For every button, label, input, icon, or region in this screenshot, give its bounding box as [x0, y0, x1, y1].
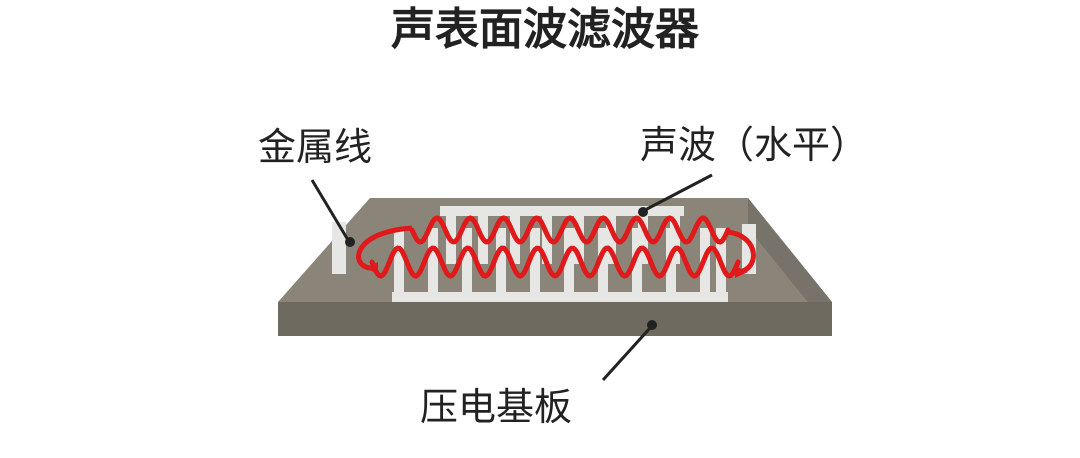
substrate-pointer-dot: [647, 320, 657, 330]
wave-lower-path: [369, 245, 741, 279]
diagram-title: 声表面波滤波器: [391, 4, 700, 55]
lower-electrode-finger: [632, 228, 642, 294]
lower-comb-bar: [392, 292, 728, 302]
wave-arrowhead-left: [365, 262, 378, 274]
lower-electrode-finger: [394, 228, 404, 294]
lower-electrode-finger: [462, 228, 472, 294]
lower-electrode-finger: [428, 228, 438, 294]
substrate-right-side: [748, 198, 832, 332]
upper-electrode-finger: [606, 214, 616, 264]
wave-left-loop: [356, 225, 413, 271]
substrate-pointer-line: [601, 326, 652, 382]
upper-electrode-finger: [638, 214, 648, 264]
sound-wave: [356, 215, 756, 279]
metal-wire-label: 金属线: [258, 125, 372, 169]
substrate-label: 压电基板: [420, 385, 572, 429]
metal-wire-pointer-dot: [345, 237, 355, 247]
sound-wave-label: 声波（水平）: [640, 123, 868, 167]
upper-electrode-finger: [574, 214, 584, 264]
lower-electrode-finger: [598, 228, 608, 294]
wave-upper-path: [409, 215, 731, 245]
wave-arrowhead-right: [735, 266, 748, 278]
substrate-front-face: [278, 302, 832, 336]
left-metal-strip: [332, 222, 346, 274]
metal-wire-pointer-line: [310, 179, 350, 241]
sound-wave-pointer-line: [644, 173, 713, 212]
upper-comb-bar: [440, 206, 684, 216]
lower-electrode-finger: [496, 228, 506, 294]
lower-electrode-finger: [564, 228, 574, 294]
sound-wave-pointer-dot: [638, 207, 648, 217]
lower-electrode-finger: [530, 228, 540, 294]
